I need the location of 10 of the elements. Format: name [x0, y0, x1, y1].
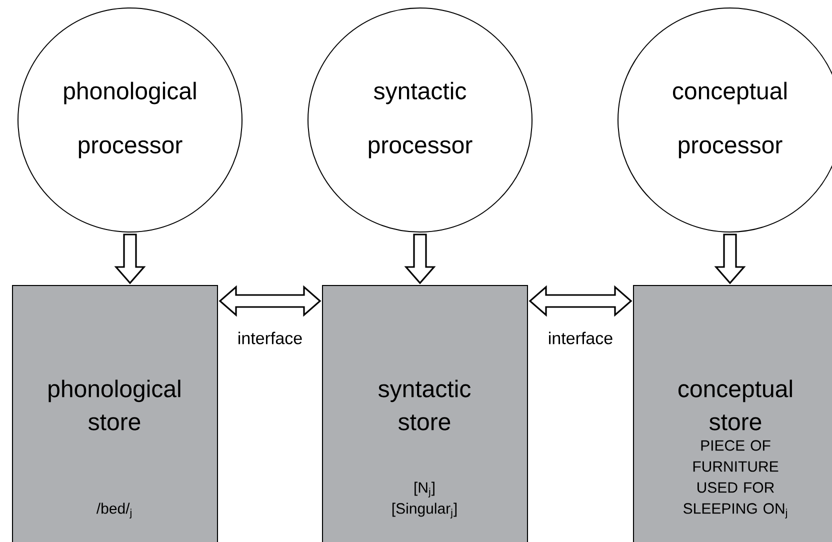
store-box: phonological store /bed/$_{j}$	[12, 285, 218, 542]
block-arrow	[404, 234, 436, 284]
store-box: conceptual store PIECE OF FURNITURE USED FOR SLEEPING ON$_{j}$	[633, 285, 832, 542]
edge-label: interface	[238, 332, 302, 344]
block-arrow	[114, 234, 146, 284]
edge-label: interface	[549, 332, 612, 344]
block-arrow	[528, 285, 632, 317]
block-arrow	[218, 285, 322, 317]
store-box: syntactic store [N$_{j}$] [Singular$_{j}$]	[322, 285, 528, 542]
block-arrow	[714, 234, 746, 284]
